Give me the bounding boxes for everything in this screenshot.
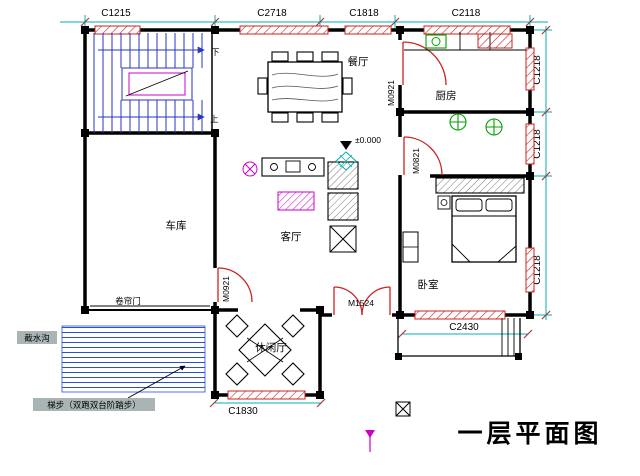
stair-up-label: 上 [210, 114, 219, 124]
door-label-entry: M1524 [348, 298, 374, 308]
windows [94, 25, 535, 400]
doors [217, 41, 447, 316]
dimension-ticks [80, 17, 551, 408]
column-footing [395, 401, 411, 417]
elevation-marker [335, 141, 357, 171]
dim-right-2: C1218 [532, 129, 543, 159]
svg-text:截水沟: 截水沟 [24, 333, 50, 343]
room-label-dining: 餐厅 [348, 55, 369, 68]
door-kitchen [402, 41, 447, 86]
living-furniture [242, 157, 359, 253]
tv-cabinet [277, 191, 315, 211]
door-entry-double [333, 286, 391, 316]
leisure-furniture [225, 314, 305, 386]
kitchen-sink [425, 34, 447, 49]
dim-top-2: C2718 [257, 8, 287, 19]
dim-top-1: C1215 [101, 8, 131, 19]
door-garage [217, 267, 253, 303]
window-dining-1 [239, 25, 329, 35]
drawing-title: 一层平面图 [457, 420, 602, 448]
door-label-bath: M0821 [411, 148, 421, 174]
wardrobe [435, 177, 525, 194]
bed [451, 195, 517, 263]
room-label-living: 客厅 [281, 230, 302, 243]
sofa-seat-2 [327, 192, 359, 221]
room-label-leisure: 休闲厅 [255, 341, 287, 354]
window-kitchen-top [423, 25, 511, 35]
door-bath [403, 136, 443, 176]
window-leisure-bottom [227, 390, 306, 400]
stair-down-label: 下 [211, 47, 220, 57]
nightstand [437, 195, 451, 210]
elevation-label: ±0.000 [355, 135, 381, 145]
side-table [329, 225, 357, 253]
dim-leisure-bottom: C1830 [228, 406, 258, 417]
svg-text:梯步（双跑双台阶踏步）: 梯步（双跑双台阶踏步） [47, 400, 141, 410]
note-label: 梯步（双跑双台阶踏步） [33, 398, 155, 411]
room-label-bedroom: 卧室 [418, 278, 439, 291]
window-bedroom-bottom [414, 310, 506, 320]
dining-set [257, 51, 353, 123]
roller-door [85, 305, 215, 311]
room-label-kitchen: 厨房 [436, 89, 457, 102]
dim-top-4: C2118 [452, 8, 481, 19]
drain-label: 截水沟 [17, 331, 57, 344]
dimension-labels: C1215 C2718 C1818 C2118 C1218 C1218 C121… [101, 8, 543, 417]
staircase [93, 33, 205, 133]
dim-right-1: C1218 [532, 55, 543, 85]
sideboard [261, 157, 325, 177]
roller-door-label: 卷帘门 [115, 296, 141, 306]
window-dining-2 [344, 25, 392, 35]
bedroom-furniture [402, 177, 525, 263]
window-right-3 [525, 247, 535, 293]
sofa-seat-1 [327, 161, 359, 190]
pillow [485, 198, 513, 212]
pillow [455, 198, 483, 212]
door-label-garage: M0921 [221, 276, 231, 302]
dim-bedroom-bottom: C2430 [449, 322, 479, 333]
dim-right-3: C1218 [532, 255, 543, 285]
note-arrow [127, 365, 186, 399]
window-right-2 [525, 123, 535, 165]
bath-fixtures [449, 113, 503, 136]
stove [477, 33, 513, 49]
kitchen-fixtures [404, 32, 526, 51]
drainage-ditch [61, 325, 206, 393]
window-right-1 [525, 47, 535, 91]
section-mark [365, 430, 375, 452]
plant [242, 161, 258, 177]
window-stair-top [94, 25, 141, 35]
dimension-lines [60, 15, 552, 404]
door-label-kitchen: M0921 [386, 80, 396, 106]
dim-top-3: C1818 [349, 8, 379, 19]
room-label-garage: 车库 [166, 219, 187, 232]
terrace [397, 318, 521, 357]
